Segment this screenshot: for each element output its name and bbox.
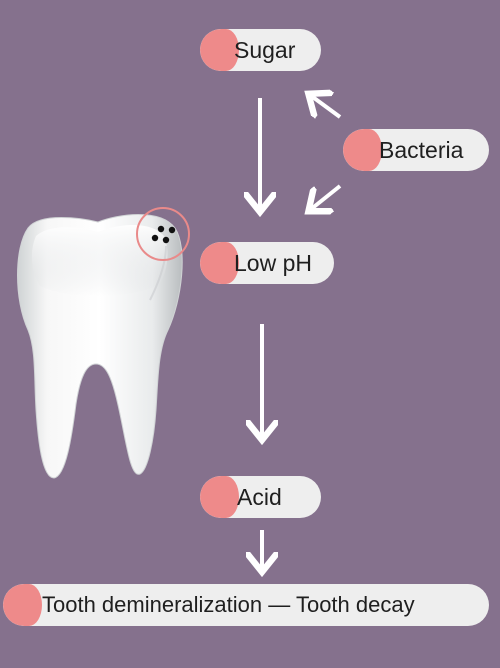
node-outcome: Tooth demineralization — Tooth decay — [3, 584, 489, 626]
node-label-outcome: Tooth demineralization — Tooth decay — [42, 592, 415, 617]
node-bacteria: Bacteria — [343, 129, 489, 171]
bacteria-cluster-icon — [136, 207, 190, 261]
node-label-bacteria: Bacteria — [379, 136, 464, 163]
node-cap — [343, 129, 382, 171]
arrow-bacteria-to-low-ph — [310, 184, 342, 210]
node-cap — [200, 29, 239, 71]
node-label-low-ph: Low pH — [234, 249, 312, 276]
node-sugar: Sugar — [200, 29, 321, 71]
tooth-icon — [17, 214, 183, 479]
arrow-bacteria-to-sugar — [310, 95, 342, 119]
node-acid: Acid — [200, 476, 321, 518]
node-low-ph: Low pH — [200, 242, 334, 284]
node-cap — [200, 242, 239, 284]
node-label-acid: Acid — [237, 483, 282, 510]
node-label-sugar: Sugar — [234, 36, 296, 63]
node-cap — [3, 584, 42, 626]
